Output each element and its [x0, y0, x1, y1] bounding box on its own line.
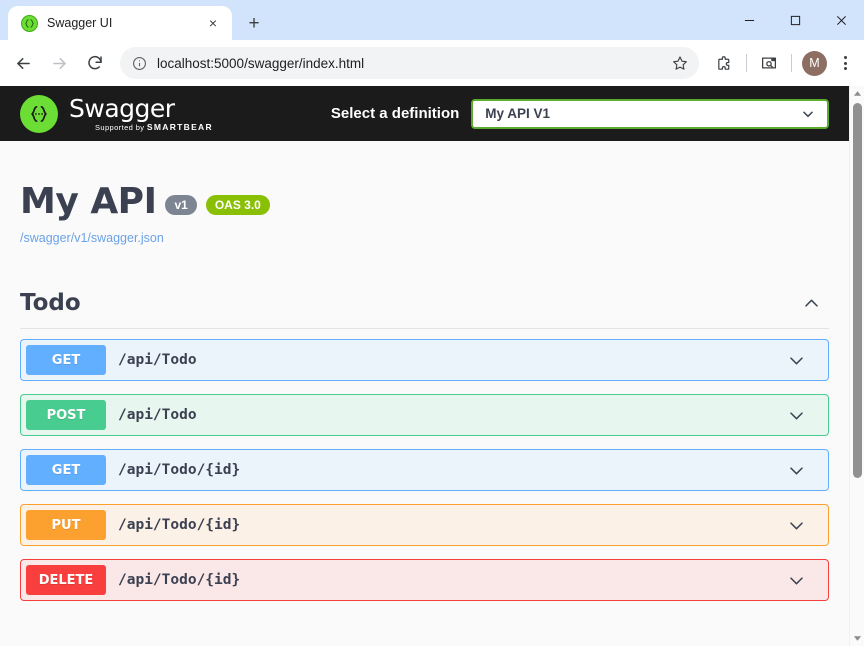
- toolbar-divider-2: [791, 54, 792, 72]
- swagger-favicon-icon: [21, 14, 38, 32]
- window-controls: [726, 0, 864, 40]
- scroll-up-arrow-icon[interactable]: [850, 86, 864, 101]
- operation-path: /api/Todo: [118, 352, 197, 368]
- definition-select-value: My API V1: [485, 106, 551, 121]
- definition-url-link[interactable]: /swagger/v1/swagger.json: [20, 231, 164, 245]
- method-badge: POST: [26, 400, 106, 430]
- smartbear-label: SMARTBEAR: [146, 121, 213, 132]
- swagger-logo-text: Swagger Supported by SMARTBEAR: [69, 96, 213, 132]
- scrollbar-thumb[interactable]: [853, 103, 862, 478]
- method-badge: GET: [26, 455, 106, 485]
- chevron-up-icon[interactable]: [802, 294, 829, 313]
- window-minimize-button[interactable]: [726, 0, 772, 40]
- tab-strip: Swagger UI × +: [0, 0, 726, 40]
- chevron-down-icon[interactable]: [787, 351, 806, 370]
- tab-search-icon[interactable]: [754, 48, 784, 78]
- toolbar-divider: [746, 54, 747, 72]
- chevron-down-icon[interactable]: [787, 461, 806, 480]
- chevron-down-icon[interactable]: [787, 571, 806, 590]
- swagger-logo[interactable]: Swagger Supported by SMARTBEAR: [20, 94, 213, 133]
- tab-close-icon[interactable]: ×: [208, 15, 218, 31]
- browser-titlebar: Swagger UI × +: [0, 0, 864, 40]
- page-viewport: Swagger Supported by SMARTBEAR Select a …: [0, 86, 864, 646]
- api-info-block: My API v1 OAS 3.0 /swagger/v1/swagger.js…: [0, 141, 849, 245]
- operation-path: /api/Todo: [118, 407, 197, 423]
- oas-badge: OAS 3.0: [205, 194, 270, 215]
- profile-avatar[interactable]: M: [802, 50, 827, 76]
- swagger-ui-page: Swagger Supported by SMARTBEAR Select a …: [0, 86, 849, 646]
- tag-header[interactable]: Todo: [20, 290, 829, 329]
- three-dot-menu-icon[interactable]: [832, 48, 858, 78]
- operation-path: /api/Todo/{id}: [118, 572, 241, 588]
- select-definition-label: Select a definition: [330, 105, 460, 122]
- api-title-row: My API v1 OAS 3.0: [20, 181, 829, 222]
- url-text: localhost:5000/swagger/index.html: [157, 55, 365, 71]
- operation-row[interactable]: POST /api/Todo: [20, 394, 829, 436]
- page-scrollbar[interactable]: [849, 86, 864, 646]
- operation-row[interactable]: GET /api/Todo/{id}: [20, 449, 829, 491]
- version-badge: v1: [165, 194, 197, 215]
- browser-tab[interactable]: Swagger UI ×: [8, 6, 232, 40]
- browser-toolbar: localhost:5000/swagger/index.html M: [0, 40, 864, 86]
- supported-by-label: Supported by: [95, 122, 145, 132]
- method-badge: DELETE: [26, 565, 106, 595]
- new-tab-button[interactable]: +: [248, 12, 260, 34]
- chevron-down-icon[interactable]: [787, 516, 806, 535]
- window-maximize-button[interactable]: [772, 0, 818, 40]
- swagger-wordmark: Swagger: [69, 93, 175, 123]
- chevron-down-icon[interactable]: [787, 406, 806, 425]
- reload-button[interactable]: [78, 46, 112, 80]
- extensions-puzzle-icon[interactable]: [709, 48, 739, 78]
- operation-path: /api/Todo/{id}: [118, 462, 241, 478]
- swagger-logo-icon: [20, 94, 58, 133]
- window-close-button[interactable]: [818, 0, 864, 40]
- back-button[interactable]: [6, 46, 40, 80]
- operation-row[interactable]: PUT /api/Todo/{id}: [20, 504, 829, 546]
- operation-row[interactable]: GET /api/Todo: [20, 339, 829, 381]
- swagger-topbar: Swagger Supported by SMARTBEAR Select a …: [0, 86, 849, 141]
- forward-button[interactable]: [42, 46, 76, 80]
- page-title: My API: [20, 181, 157, 222]
- info-circle-icon[interactable]: [132, 56, 147, 71]
- tag-name: Todo: [20, 290, 81, 316]
- swagger-logo-subtitle: Supported by SMARTBEAR: [95, 123, 213, 132]
- tag-section-todo: Todo GET /api/Todo POST: [0, 290, 849, 601]
- tab-title: Swagger UI: [47, 16, 113, 30]
- bookmark-star-icon[interactable]: [667, 50, 693, 76]
- method-badge: PUT: [26, 510, 106, 540]
- operations-list: GET /api/Todo POST /api/Todo: [20, 339, 829, 601]
- method-badge: GET: [26, 345, 106, 375]
- scroll-down-arrow-icon[interactable]: [850, 631, 864, 646]
- operation-path: /api/Todo/{id}: [118, 517, 241, 533]
- chevron-down-icon: [801, 107, 815, 121]
- address-bar[interactable]: localhost:5000/swagger/index.html: [120, 47, 699, 79]
- operation-row[interactable]: DELETE /api/Todo/{id}: [20, 559, 829, 601]
- definition-select[interactable]: My API V1: [471, 98, 829, 129]
